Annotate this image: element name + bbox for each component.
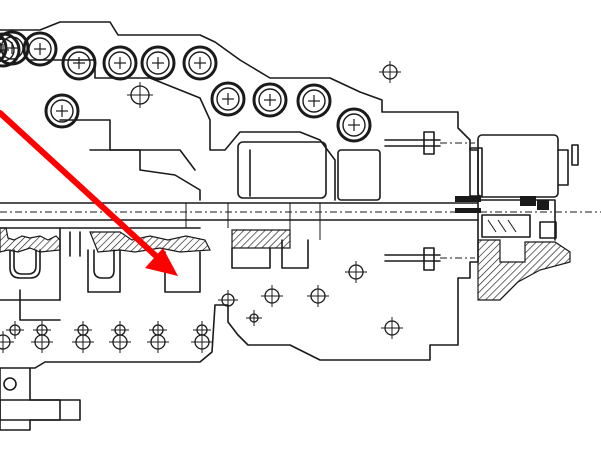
hatched-sections <box>0 227 571 301</box>
bolt-hole-mark <box>193 321 211 339</box>
bolt-hole-mark <box>149 321 167 339</box>
roller <box>102 45 138 81</box>
roller <box>140 45 176 81</box>
bolt-hole-mark <box>0 331 14 353</box>
bolt-hole-mark <box>6 321 24 339</box>
bolt-hole-mark <box>111 321 129 339</box>
roller <box>252 82 288 118</box>
housing-outline <box>0 21 479 369</box>
bolt-hole-mark <box>381 317 403 339</box>
base-bracket <box>0 367 81 431</box>
annotation-arrow <box>0 110 178 276</box>
roller <box>210 81 246 117</box>
head-assembly <box>455 134 579 241</box>
roller <box>336 107 372 143</box>
roller <box>296 83 332 119</box>
bolt-hole-mark <box>307 285 329 307</box>
slide-rail <box>0 202 601 240</box>
roller <box>44 93 80 129</box>
bolt-hole-mark <box>218 290 238 310</box>
bolt-hole-mark <box>74 321 92 339</box>
bolt-hole-mark <box>261 285 283 307</box>
roller <box>182 45 218 81</box>
roller <box>61 45 97 81</box>
roller-group <box>0 30 372 143</box>
bolt-hole-mark <box>379 61 401 83</box>
bolt-hole-mark <box>246 310 262 326</box>
tie-rods <box>384 131 475 271</box>
bolt-hole-mark <box>127 82 153 108</box>
bolt-hole-mark <box>345 261 367 283</box>
bolt-hole-mark <box>33 321 51 339</box>
roller <box>0 33 8 63</box>
bolt-hole-group <box>0 61 403 353</box>
